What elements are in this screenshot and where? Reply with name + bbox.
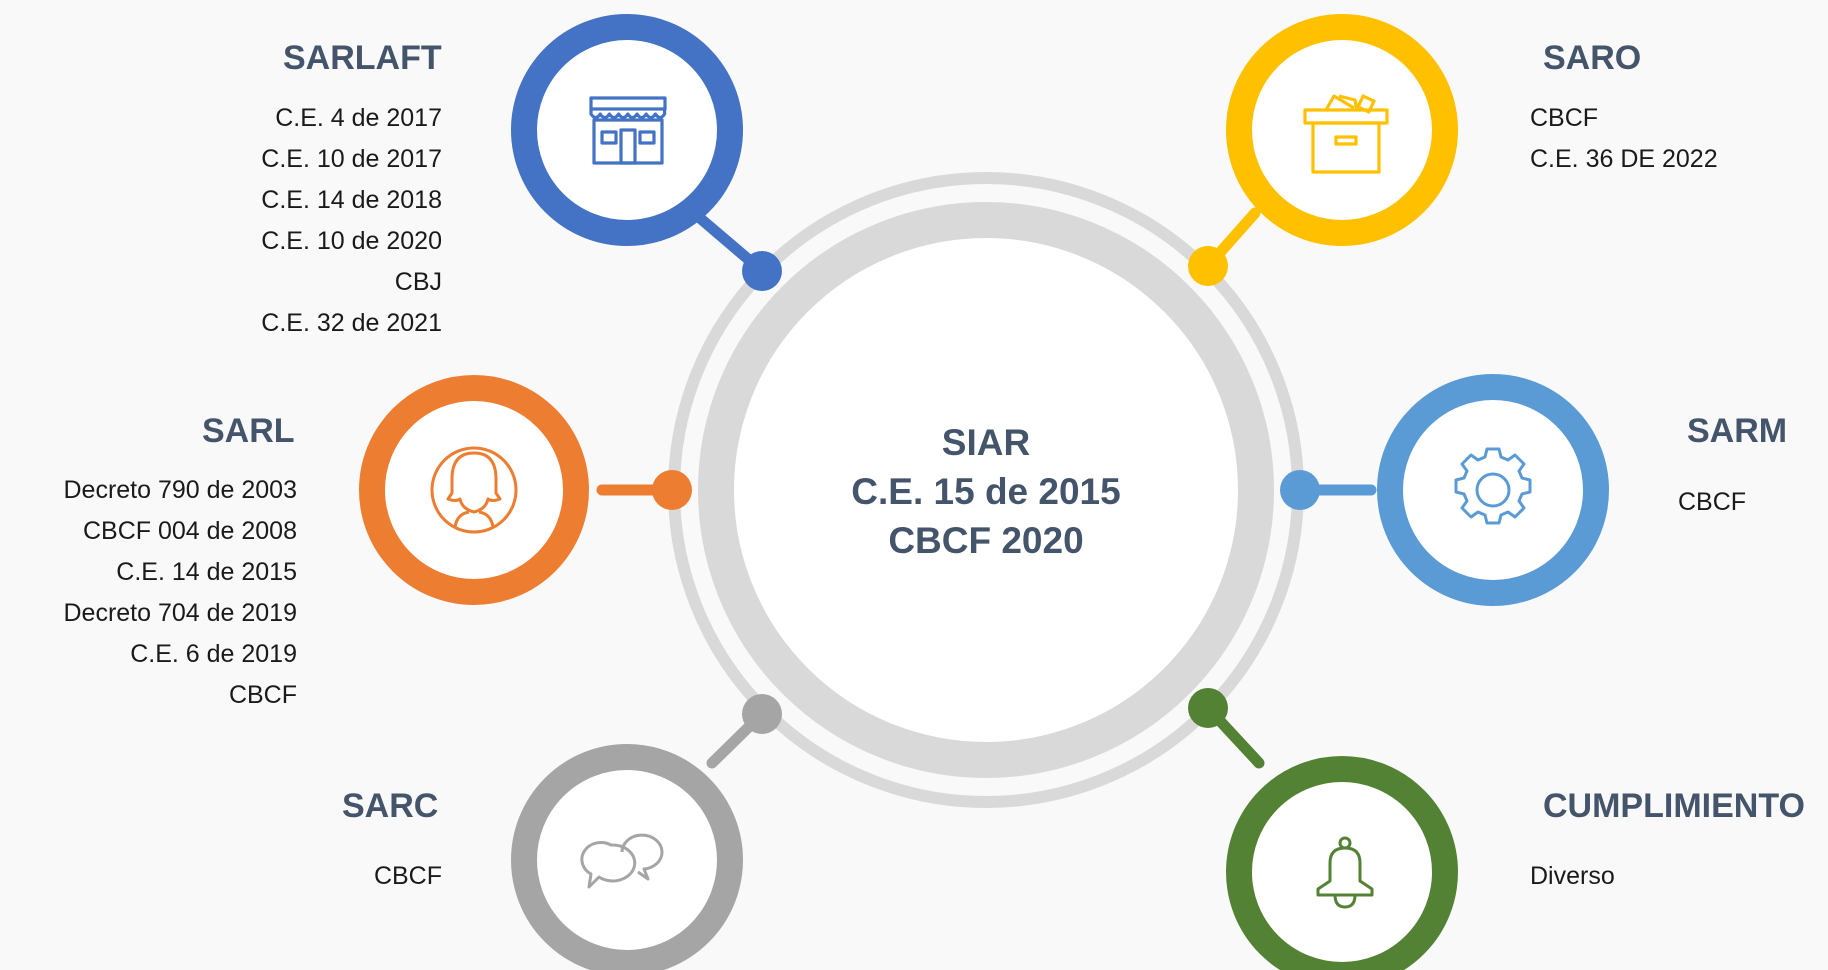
sarl-item: C.E. 6 de 2019: [130, 640, 297, 668]
sarc-dot: [742, 694, 782, 734]
cumplimiento-dot: [1188, 688, 1228, 728]
center-inner-ring: [698, 202, 1274, 778]
sarl-item: CBCF 004 de 2008: [82, 517, 297, 545]
sarlaft-item: C.E. 32 de 2021: [261, 309, 442, 337]
sarc-item: CBCF: [373, 862, 442, 890]
center-line-1: SIAR: [941, 422, 1031, 463]
saro-item: C.E. 36 DE 2022: [1530, 145, 1718, 173]
sarlaft-item: C.E. 10 de 2020: [261, 227, 442, 255]
sarl-item: C.E. 14 de 2015: [116, 558, 297, 586]
sarc-title: SARC: [342, 787, 439, 825]
cumplimiento-node: [1226, 756, 1458, 970]
sarm-node: [1377, 374, 1609, 606]
sarl-title: SARL: [202, 412, 295, 450]
sarlaft-title: SARLAFT: [283, 39, 442, 77]
sarm-title: SARM: [1687, 412, 1788, 450]
sarm-items: CBCF: [1678, 482, 1746, 523]
store-icon: [589, 96, 667, 165]
sarl-dot: [652, 470, 692, 510]
sarm-dot: [1280, 470, 1320, 510]
saro-title: SARO: [1543, 39, 1642, 77]
cumplimiento-title: CUMPLIMIENTO: [1543, 787, 1805, 825]
saro-items: CBCF C.E. 36 DE 2022: [1530, 98, 1718, 180]
sarl-items: Decreto 790 de 2003 CBCF 004 de 2008 C.E…: [63, 470, 297, 716]
sarlaft-item: C.E. 10 de 2017: [261, 145, 442, 173]
saro-dot: [1188, 246, 1228, 286]
sarm-item: CBCF: [1678, 488, 1747, 516]
center-label: SIAR C.E. 15 de 2015 CBCF 2020: [836, 418, 1136, 565]
chat-icon: [580, 833, 664, 889]
box-icon: [1303, 94, 1389, 174]
sarlaft-item: C.E. 14 de 2018: [261, 186, 442, 214]
person-icon: [430, 446, 518, 534]
gear-icon: [1454, 447, 1532, 525]
sarl-item: CBCF: [228, 681, 297, 709]
sarlaft-item: CBJ: [394, 268, 442, 296]
bell-icon: [1316, 836, 1374, 909]
sarlaft-dot: [742, 251, 782, 291]
cumplimiento-items: Diverso: [1530, 856, 1615, 897]
sarc-node: [511, 744, 743, 970]
sarl-node: [359, 375, 589, 605]
center-line-2: C.E. 15 de 2015: [851, 471, 1121, 512]
sarlaft-items: C.E. 4 de 2017 C.E. 10 de 2017 C.E. 14 d…: [261, 98, 442, 344]
saro-node: [1226, 14, 1458, 246]
sarl-item: Decreto 790 de 2003: [63, 476, 297, 504]
cumplimiento-item: Diverso: [1530, 862, 1615, 890]
sarlaft-item: C.E. 4 de 2017: [275, 104, 442, 132]
sarl-item: Decreto 704 de 2019: [63, 599, 297, 627]
center-line-3: CBCF 2020: [888, 520, 1084, 561]
saro-item: CBCF: [1530, 104, 1599, 132]
sarc-items: CBCF: [374, 856, 442, 897]
